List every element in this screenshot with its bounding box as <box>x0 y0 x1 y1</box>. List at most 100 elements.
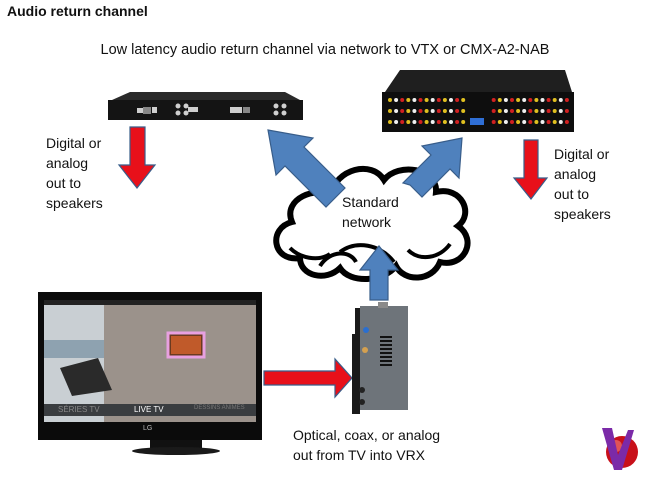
network-label: Standard network <box>342 194 399 230</box>
vrx-device <box>352 302 408 414</box>
rca-jack <box>406 98 411 102</box>
rca-jack <box>461 109 466 113</box>
rca-jack <box>558 120 563 124</box>
rca-jack <box>546 98 551 102</box>
tv-output-label: Optical, coax, or analog out from TV int… <box>293 427 441 463</box>
rca-jack <box>455 98 460 102</box>
rca-jack <box>424 109 429 113</box>
rca-jack <box>394 109 399 113</box>
rca-jack <box>424 120 429 124</box>
rca-jack <box>503 109 508 113</box>
rca-jack <box>540 109 545 113</box>
rca-jack <box>442 120 447 124</box>
rca-jack <box>442 98 447 102</box>
arrow-vtx-to-speakers <box>117 126 157 189</box>
cmx-device <box>382 70 574 132</box>
rca-jack <box>412 120 417 124</box>
left-speakers-label: Digital or analog out to speakers <box>46 135 103 211</box>
right-speakers-label: Digital or analog out to speakers <box>554 146 611 222</box>
rca-jack <box>528 98 533 102</box>
rca-jack <box>430 98 435 102</box>
tv-menu-center: LIVE TV <box>134 405 164 414</box>
rca-jack <box>406 120 411 124</box>
rca-jack <box>534 120 539 124</box>
rca-jack <box>412 98 417 102</box>
rca-jack <box>436 98 441 102</box>
rca-jack <box>528 109 533 113</box>
rca-jack <box>412 109 417 113</box>
rca-jack <box>510 98 514 102</box>
rca-jack <box>455 109 460 113</box>
rca-jack <box>540 98 545 102</box>
rca-jack <box>388 120 392 124</box>
rca-jack <box>394 98 399 102</box>
arrow-cloud-to-vtx <box>267 129 346 208</box>
rca-jack <box>430 109 435 113</box>
rca-jack <box>528 120 533 124</box>
rca-jack <box>540 120 545 124</box>
rca-jack <box>461 98 466 102</box>
rca-jack <box>455 120 460 124</box>
rca-jack <box>534 98 539 102</box>
rca-jack <box>449 109 453 113</box>
rca-jack <box>522 120 527 124</box>
rca-jack <box>491 109 496 113</box>
rca-jack <box>510 120 514 124</box>
rca-jack <box>491 98 496 102</box>
tv <box>38 292 262 455</box>
rca-jack <box>516 109 521 113</box>
rca-jack <box>449 120 453 124</box>
rca-jack <box>552 120 557 124</box>
rca-jack <box>522 98 527 102</box>
rca-jack <box>564 98 569 102</box>
rca-jack <box>552 109 557 113</box>
rca-jack <box>491 120 496 124</box>
rca-jack <box>546 120 551 124</box>
arrow-cloud-to-cmx <box>401 137 463 198</box>
tv-menu-bar: SÉRIES TV LIVE TV DESSINS ANIMÉS <box>44 404 256 416</box>
arrow-vrx-to-cloud <box>358 245 400 301</box>
rca-jack <box>400 98 405 102</box>
rca-jack <box>449 98 453 102</box>
rca-jack <box>400 109 405 113</box>
arrow-cmx-to-speakers <box>512 139 549 200</box>
rca-jack <box>503 120 508 124</box>
rca-jack <box>497 109 502 113</box>
rca-jack <box>534 109 539 113</box>
rca-jack <box>558 98 563 102</box>
rca-jack <box>564 109 569 113</box>
rca-jack <box>418 109 423 113</box>
rca-jack <box>497 120 502 124</box>
rca-jack <box>394 120 399 124</box>
rca-jack <box>436 109 441 113</box>
rca-jack <box>558 109 563 113</box>
vs-logo <box>602 428 638 470</box>
rca-jack <box>510 109 514 113</box>
rca-jack <box>552 98 557 102</box>
rca-jack <box>388 98 392 102</box>
vtx-device <box>108 92 303 120</box>
rca-jack <box>418 98 423 102</box>
rca-jack <box>516 98 521 102</box>
rca-jack <box>436 120 441 124</box>
rca-jack <box>522 109 527 113</box>
rca-jack <box>400 120 405 124</box>
rca-jack <box>516 120 521 124</box>
rca-jack <box>424 98 429 102</box>
rca-jack <box>388 109 392 113</box>
diagram-subtitle: Low latency audio return channel via net… <box>100 42 550 58</box>
page-title: Audio return channel <box>7 3 148 19</box>
rca-jack <box>418 120 423 124</box>
rca-jack <box>497 98 502 102</box>
rca-jack <box>442 109 447 113</box>
rca-jack <box>503 98 508 102</box>
tv-brand: LG <box>143 425 153 432</box>
rca-jack <box>430 120 435 124</box>
tv-menu-left: SÉRIES TV <box>58 405 100 414</box>
rca-jack <box>546 109 551 113</box>
arrow-tv-to-vrx <box>263 357 353 399</box>
rca-jack <box>461 120 466 124</box>
rca-jack <box>406 109 411 113</box>
tv-menu-right: DESSINS ANIMÉS <box>194 405 245 411</box>
